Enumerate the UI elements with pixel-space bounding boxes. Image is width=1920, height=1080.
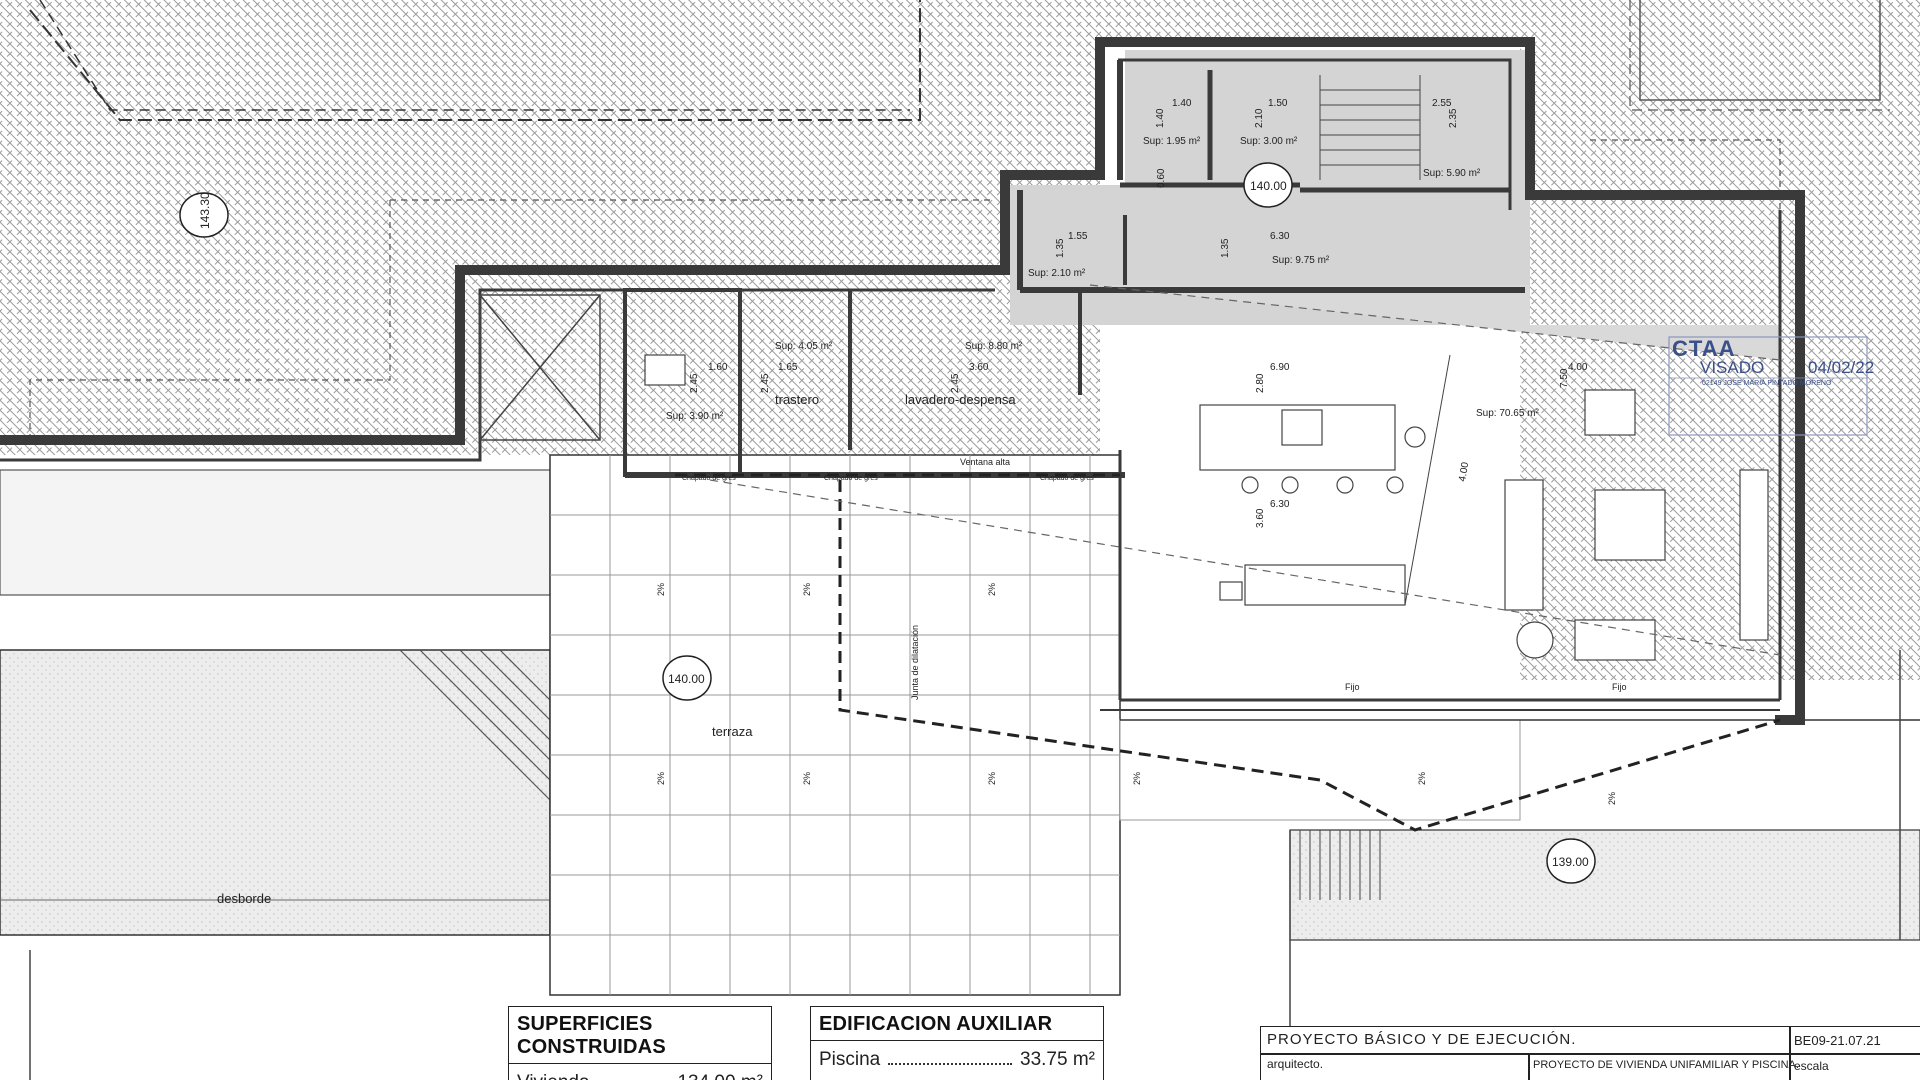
furniture — [644, 354, 1769, 661]
room-terraza: terraza — [712, 724, 753, 739]
svg-text:3.60: 3.60 — [1255, 508, 1266, 528]
project-description: PROYECTO DE VIVIENDA UNIFAMILIAR Y PISCI… — [1533, 1059, 1799, 1071]
title-block: PROYECTO BÁSICO Y DE EJECUCIÓN. BE09-21.… — [1260, 1026, 1920, 1080]
superficies-row-value: 134.00 m² — [677, 1072, 763, 1080]
svg-text:4.00: 4.00 — [1568, 362, 1588, 373]
svg-text:2.45: 2.45 — [689, 373, 700, 393]
stamp-status: VISADO — [1700, 358, 1765, 377]
auxiliar-table: EDIFICACION AUXILIAR Piscina 33.75 m² — [810, 1006, 1104, 1080]
room-desborde: desborde — [217, 891, 271, 906]
stairs — [1289, 75, 1421, 900]
area-trastero: Sup: 4.05 m² — [775, 341, 833, 352]
svg-text:1.40: 1.40 — [1155, 108, 1166, 128]
level-markers — [179, 162, 1596, 884]
project-title: PROYECTO BÁSICO Y DE EJECUCIÓN. — [1267, 1031, 1577, 1048]
room-lavadero: lavadero-despensa — [905, 392, 1016, 407]
svg-text:2.80: 2.80 — [1255, 373, 1266, 393]
svg-text:2%: 2% — [802, 772, 812, 785]
scale-label: escala — [1794, 1059, 1829, 1073]
svg-text:2.10: 2.10 — [1254, 108, 1265, 128]
note-chapado-2: Chapado de gres — [824, 475, 878, 482]
svg-text:7.50: 7.50 — [1559, 368, 1570, 388]
note-fijo-2: Fijo — [1612, 682, 1627, 692]
superficies-table: SUPERFICIES CONSTRUIDAS Vivienda 134.00 … — [508, 1006, 772, 1080]
desc-divider — [1528, 1054, 1530, 1080]
level-140-terrace: 140.00 — [668, 672, 705, 686]
svg-text:1.65: 1.65 — [778, 362, 798, 373]
note-fijo-1: Fijo — [1345, 682, 1360, 692]
level-139: 139.00 — [1552, 855, 1589, 869]
stamp-org: CTAA — [1672, 336, 1736, 361]
note-junta: Junta de dilatación — [910, 625, 920, 700]
walls — [0, 37, 1805, 725]
stamp-date: 04/02/22 — [1808, 358, 1875, 377]
dot-leader — [598, 1072, 670, 1080]
svg-text:2%: 2% — [1417, 772, 1427, 785]
svg-text:2.45: 2.45 — [760, 373, 771, 393]
architect-label: arquitecto. — [1267, 1057, 1324, 1071]
visado-stamp: CTAA VISADO 04/02/22 02149 JOSE MARIA PI… — [1668, 336, 1874, 436]
superficies-row: Vivienda 134.00 m² — [509, 1064, 771, 1080]
skylight — [479, 294, 601, 441]
svg-text:2.45: 2.45 — [950, 373, 961, 393]
note-chapado-1: Chapado de gres — [682, 475, 736, 482]
row-divider — [1261, 1053, 1920, 1055]
auxiliar-row-value: 33.75 m² — [1020, 1049, 1095, 1070]
area-3: Sup: 5.90 m² — [1423, 168, 1481, 179]
svg-text:4.00: 4.00 — [1457, 461, 1471, 483]
dimension-labels: 1.40 1.40 1.50 2.10 2.55 2.35 0.60 1.55 … — [689, 98, 1588, 528]
superficies-row-label: Vivienda — [517, 1072, 590, 1080]
area-7: Sup: 70.65 m² — [1476, 408, 1539, 419]
area-4: Sup: 2.10 m² — [1028, 268, 1086, 279]
svg-text:3.60: 3.60 — [969, 362, 989, 373]
svg-text:1.50: 1.50 — [1268, 98, 1288, 109]
slope-markers: 2% 2% 2% 2% 2% 2% 2% 2% 2% — [656, 583, 1617, 805]
svg-text:1.35: 1.35 — [1055, 238, 1066, 258]
svg-text:1.35: 1.35 — [1220, 238, 1231, 258]
level-140-top: 140.00 — [1250, 179, 1287, 193]
auxiliar-title: EDIFICACION AUXILIAR — [811, 1007, 1103, 1041]
svg-text:0.60: 0.60 — [1156, 168, 1167, 188]
svg-text:2%: 2% — [987, 772, 997, 785]
area-5: Sup: 9.75 m² — [1272, 255, 1330, 266]
level-143: 143.30 — [198, 192, 212, 229]
svg-text:2%: 2% — [1132, 772, 1142, 785]
note-chapado-3: Chapado de gres — [1040, 475, 1094, 482]
auxiliar-row-label: Piscina — [819, 1049, 881, 1070]
dot-leader — [888, 1049, 1013, 1065]
svg-text:2.35: 2.35 — [1448, 108, 1459, 128]
area-6: Sup: 3.90 m² — [666, 411, 724, 422]
area-1: Sup: 1.95 m² — [1143, 136, 1201, 147]
svg-text:2%: 2% — [987, 583, 997, 596]
area-2: Sup: 3.00 m² — [1240, 136, 1298, 147]
superficies-title: SUPERFICIES CONSTRUIDAS — [509, 1007, 771, 1064]
svg-text:2%: 2% — [802, 583, 812, 596]
svg-text:2%: 2% — [656, 772, 666, 785]
visado-stamp-frame — [1668, 336, 1868, 436]
svg-text:1.40: 1.40 — [1172, 98, 1192, 109]
note-ventana: Ventana alta — [960, 457, 1010, 467]
svg-text:6.30: 6.30 — [1270, 499, 1290, 510]
room-trastero: trastero — [775, 392, 819, 407]
auxiliar-row: Piscina 33.75 m² — [811, 1041, 1103, 1079]
svg-text:1.60: 1.60 — [708, 362, 728, 373]
area-lavadero: Sup: 8.80 m² — [965, 341, 1023, 352]
pool-area — [0, 469, 551, 1080]
svg-text:2.55: 2.55 — [1432, 98, 1452, 109]
svg-text:2%: 2% — [656, 583, 666, 596]
stamp-line: 02149 JOSE MARIA PINTADO MORENO — [1702, 380, 1832, 387]
svg-text:6.90: 6.90 — [1270, 362, 1290, 373]
project-code: BE09-21.07.21 — [1794, 1033, 1881, 1048]
terrace-grid — [549, 454, 1920, 1080]
svg-text:1.55: 1.55 — [1068, 231, 1088, 242]
svg-text:6.30: 6.30 — [1270, 231, 1290, 242]
dashed-outlines — [675, 284, 1781, 832]
svg-text:2%: 2% — [1607, 792, 1617, 805]
